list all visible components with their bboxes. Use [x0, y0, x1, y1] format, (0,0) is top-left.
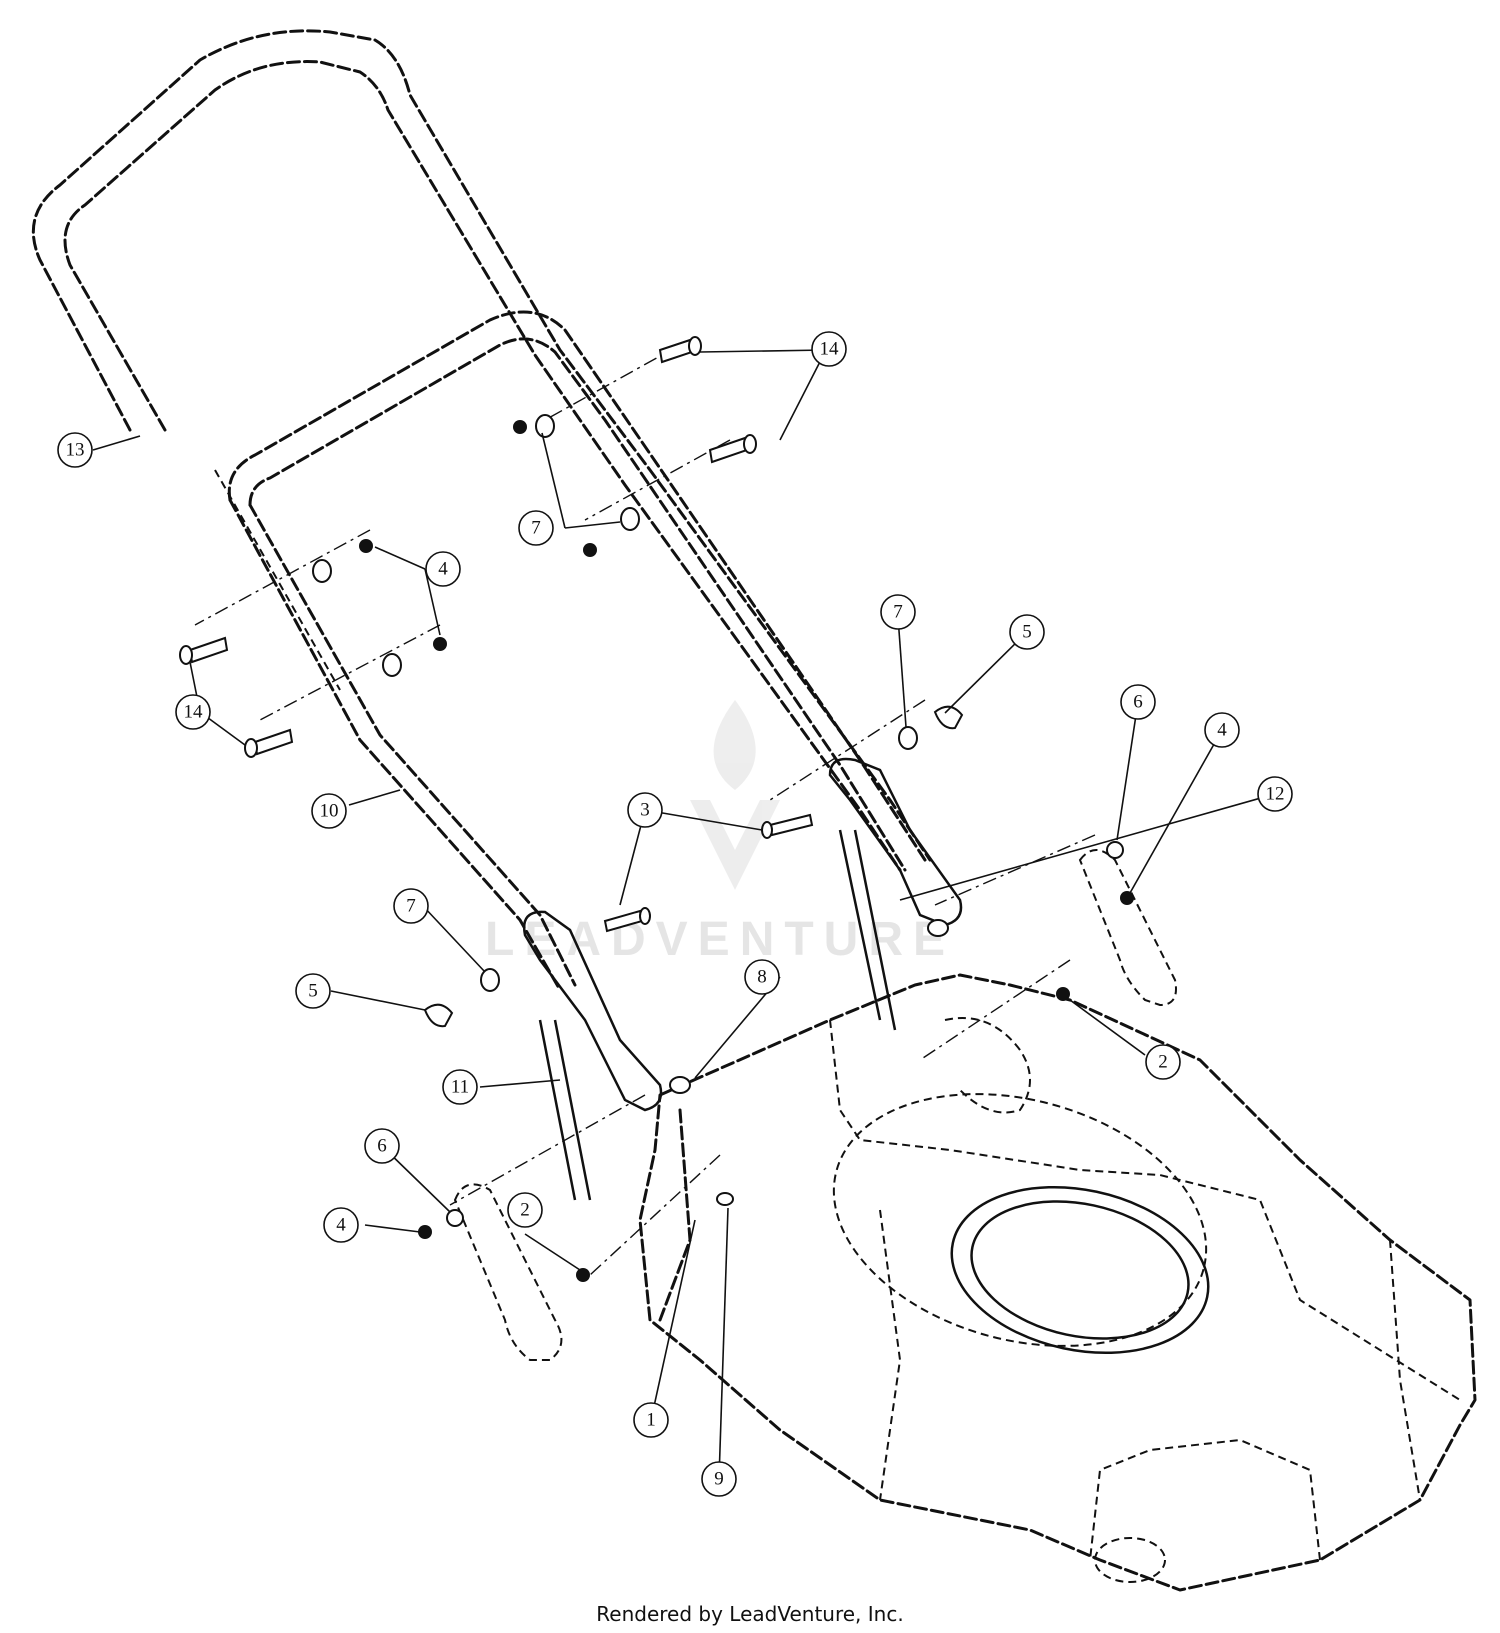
svg-text:4: 4: [336, 1215, 346, 1236]
wing-knob-icon: [933, 705, 964, 730]
callout-6: 6: [364, 1128, 400, 1164]
callout-13: 13: [57, 432, 93, 468]
cam-knob-icon: [480, 968, 500, 992]
svg-text:3: 3: [640, 800, 650, 821]
callout-5: 5: [295, 973, 331, 1009]
wing-knob-icon: [423, 1003, 454, 1028]
cam-knob-icon: [382, 653, 402, 677]
hex-nut-icon: [583, 543, 597, 557]
svg-text:14: 14: [184, 702, 204, 723]
hex-nut-icon: [418, 1225, 432, 1239]
hardware: [179, 336, 1134, 1282]
callout-7: 7: [880, 594, 916, 630]
callout-12: 12: [1257, 776, 1293, 812]
render-credit: Rendered by LeadVenture, Inc.: [596, 1602, 904, 1626]
svg-text:10: 10: [320, 801, 339, 822]
svg-text:6: 6: [1133, 692, 1143, 713]
cam-knob-icon: [620, 507, 640, 531]
callout-2: 2: [1145, 1044, 1181, 1080]
svg-text:2: 2: [1158, 1052, 1168, 1073]
right-handle-bracket: [828, 757, 963, 1031]
svg-text:6: 6: [377, 1136, 387, 1157]
handle-bolt-icon: [658, 336, 702, 364]
svg-text:7: 7: [893, 602, 903, 623]
callout-7: 7: [518, 510, 554, 546]
mower-deck: [638, 973, 1477, 1592]
svg-text:4: 4: [1217, 720, 1227, 741]
handle-bolt-icon: [708, 434, 757, 464]
cam-knob-icon: [535, 414, 555, 438]
svg-text:1: 1: [646, 1410, 656, 1431]
callout-3: 3: [627, 792, 663, 828]
assembly-axes: [194, 344, 1096, 1276]
left-height-plate: [453, 1183, 563, 1361]
bushing-icon: [927, 919, 949, 937]
callout-4: 4: [1204, 712, 1240, 748]
svg-text:13: 13: [66, 440, 85, 461]
upper-handle: [31, 29, 932, 872]
callout-1: 1: [633, 1402, 669, 1438]
handle-bolt-icon: [244, 728, 294, 758]
svg-text:8: 8: [757, 967, 767, 988]
handle-bolt-icon: [179, 636, 229, 665]
svg-text:12: 12: [1266, 784, 1285, 805]
callout-11: 11: [442, 1069, 478, 1105]
callout-2: 2: [507, 1192, 543, 1228]
hex-nut-icon: [513, 420, 527, 434]
svg-text:11: 11: [451, 1077, 469, 1098]
washer-icon: [1106, 841, 1124, 859]
svg-text:4: 4: [438, 559, 448, 580]
callout-10: 10: [311, 793, 347, 829]
cam-knob-icon: [898, 726, 918, 750]
hex-nut-icon: [576, 1268, 590, 1282]
callout-6: 6: [1120, 684, 1156, 720]
svg-text:7: 7: [406, 896, 416, 917]
bolt-icon: [716, 1192, 734, 1206]
right-height-plate: [1078, 849, 1177, 1007]
hex-nut-icon: [433, 637, 447, 651]
svg-text:9: 9: [714, 1469, 724, 1490]
hex-nut-icon: [359, 539, 373, 553]
svg-text:14: 14: [820, 339, 840, 360]
svg-text:2: 2: [520, 1200, 530, 1221]
washer-icon: [446, 1209, 464, 1227]
hex-nut-icon: [1120, 891, 1134, 905]
callout-7: 7: [393, 888, 429, 924]
callout-9: 9: [701, 1461, 737, 1497]
cam-knob-icon: [312, 559, 332, 583]
callout-14: 14: [811, 331, 847, 367]
callout-balloons: 1 2 2 3 4 4 4 5 5 6 6 7 7 7 8 9 10 11 12…: [57, 331, 1293, 1497]
hex-nut-icon: [1056, 987, 1070, 1001]
svg-text:5: 5: [308, 981, 318, 1002]
callout-4: 4: [425, 551, 461, 587]
svg-text:7: 7: [531, 518, 541, 539]
bushing-icon: [669, 1076, 691, 1094]
leadventure-watermark: LEADVENTURE: [485, 700, 945, 966]
left-handle-bracket: [522, 910, 663, 1201]
svg-text:5: 5: [1022, 622, 1032, 643]
callout-5: 5: [1009, 614, 1045, 650]
lower-handle: [214, 310, 927, 992]
callout-4: 4: [323, 1207, 359, 1243]
callout-8: 8: [744, 959, 780, 995]
shoulder-bolt-icon: [603, 907, 651, 933]
leader-lines: [92, 349, 1276, 1480]
callout-14: 14: [175, 694, 211, 730]
